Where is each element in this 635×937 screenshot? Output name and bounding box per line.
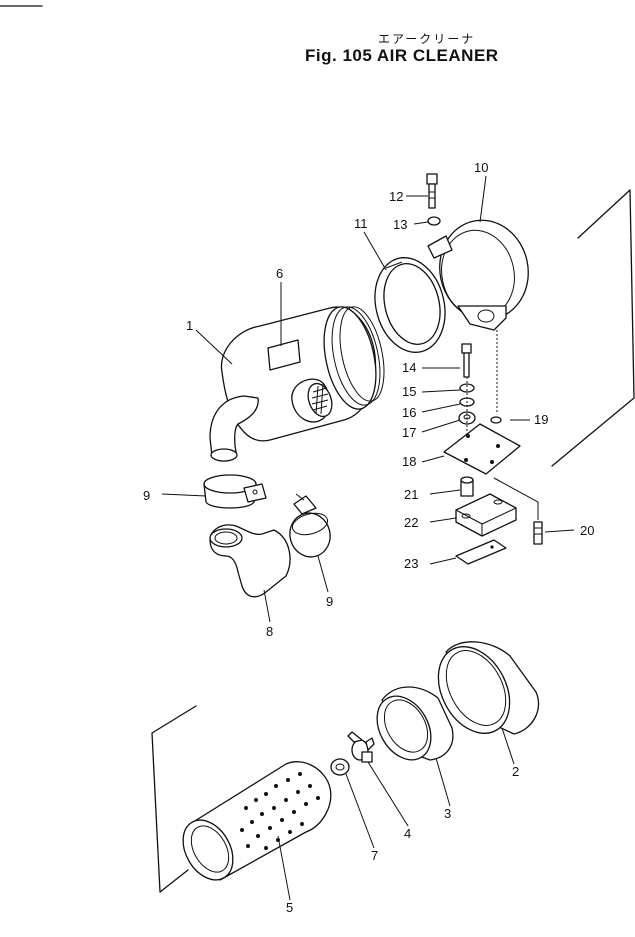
callout-12: 12 bbox=[389, 189, 403, 204]
callout-3: 3 bbox=[444, 806, 451, 821]
callout-22: 22 bbox=[404, 515, 418, 530]
part-8-hose-elbow bbox=[209, 524, 291, 598]
callout-17: 17 bbox=[402, 425, 416, 440]
callout-1: 1 bbox=[186, 318, 193, 333]
callout-18: 18 bbox=[402, 454, 416, 469]
bracket-frame-left bbox=[151, 705, 197, 893]
callout-4: 4 bbox=[404, 826, 411, 841]
part-9-hose-clamp-right bbox=[289, 493, 331, 558]
part-15-washer bbox=[459, 383, 475, 393]
part-10-clamp-band bbox=[427, 219, 529, 331]
callout-13: 13 bbox=[393, 217, 407, 232]
figure-title: Fig. 105 AIR CLEANER bbox=[305, 46, 499, 65]
part-12-bolt bbox=[426, 173, 438, 209]
callout-19: 19 bbox=[534, 412, 548, 427]
callout-16: 16 bbox=[402, 405, 416, 420]
callout-21: 21 bbox=[404, 487, 418, 502]
part-19-washer bbox=[490, 416, 502, 424]
part-3-inner-cover bbox=[376, 686, 454, 761]
part-20-stud bbox=[533, 521, 543, 545]
callout-15: 15 bbox=[402, 384, 416, 399]
part-4-wing-nut bbox=[347, 731, 375, 763]
part-11-snap-ring bbox=[374, 257, 446, 353]
leader-lines bbox=[161, 175, 575, 901]
part-23-plate bbox=[455, 539, 507, 565]
callout-6: 6 bbox=[276, 266, 283, 281]
callout-5: 5 bbox=[286, 900, 293, 915]
part-22-block bbox=[455, 493, 517, 537]
callout-9-right: 9 bbox=[326, 594, 333, 609]
bracket-frame-right bbox=[551, 189, 635, 467]
callout-7: 7 bbox=[371, 848, 378, 863]
part-5-filter-element bbox=[182, 761, 332, 881]
part-2-outer-cover bbox=[437, 641, 540, 735]
assembly-line bbox=[493, 477, 539, 520]
figure-title-japanese: エアークリーナ bbox=[378, 32, 476, 46]
part-18-plate bbox=[443, 423, 521, 475]
callout-20: 20 bbox=[580, 523, 594, 538]
callout-9-left: 9 bbox=[143, 488, 150, 503]
part-9-hose-clamp-left bbox=[203, 474, 267, 509]
callout-14: 14 bbox=[402, 360, 416, 375]
part-21-spacer bbox=[460, 476, 474, 497]
part-7-washer bbox=[330, 758, 350, 776]
callouts: 1 2 3 4 5 6 7 8 9 9 10 11 12 13 14 15 16… bbox=[143, 160, 594, 915]
part-1-air-cleaner-body bbox=[209, 306, 385, 462]
callout-23: 23 bbox=[404, 556, 418, 571]
callout-2: 2 bbox=[512, 764, 519, 779]
callout-8: 8 bbox=[266, 624, 273, 639]
part-14-bolt bbox=[461, 343, 472, 378]
part-13-washer bbox=[427, 216, 441, 226]
callout-11: 11 bbox=[354, 216, 368, 231]
callout-10: 10 bbox=[474, 160, 488, 175]
